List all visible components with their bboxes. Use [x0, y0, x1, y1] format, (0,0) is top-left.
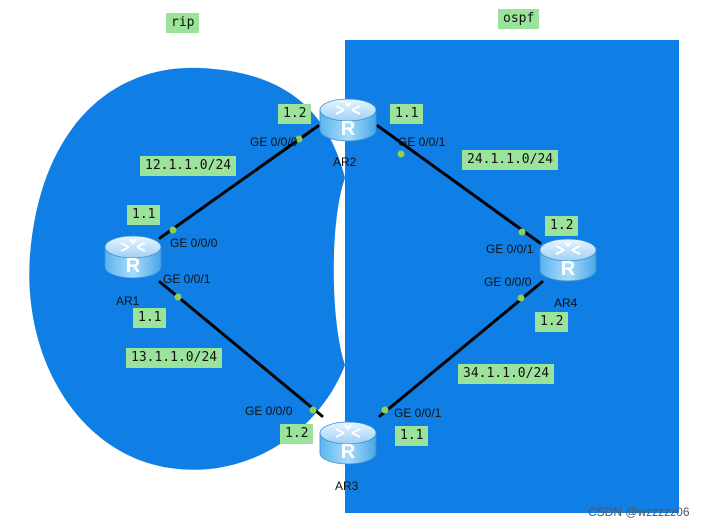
- link-ar3-ar4: [378, 280, 544, 418]
- port-dot: [169, 226, 177, 234]
- link-ar1-ar2: [158, 124, 320, 240]
- network-label: 13.1.1.0/24: [126, 348, 223, 368]
- rip-area-label: rip: [166, 13, 200, 33]
- port-label: GE 0/0/0: [170, 236, 218, 250]
- router-icon-ar4[interactable]: [539, 238, 597, 282]
- port-label: GE 0/0/0: [245, 404, 293, 418]
- link-ar2-ar4: [376, 124, 542, 245]
- link-ar1-ar3: [158, 280, 324, 418]
- port-dot: [309, 406, 317, 414]
- router-icon-ar3[interactable]: [319, 421, 377, 465]
- router-name-ar2: AR2: [333, 155, 357, 169]
- ip-label: 1.2: [535, 312, 569, 332]
- port-label: GE 0/0/1: [398, 135, 446, 149]
- port-dot: [397, 150, 405, 158]
- ip-label: 1.2: [278, 104, 312, 124]
- rip-area: [29, 67, 345, 470]
- router-icon-ar1[interactable]: [104, 235, 162, 279]
- port-label: GE 0/0/1: [394, 406, 442, 420]
- ip-label: 1.1: [133, 308, 167, 328]
- ip-label: 1.1: [395, 426, 429, 446]
- ospf-area-label: ospf: [498, 9, 540, 29]
- network-label: 24.1.1.0/24: [462, 150, 559, 170]
- port-label: GE 0/0/1: [163, 272, 211, 286]
- port-dot: [518, 228, 526, 236]
- ip-label: 1.1: [390, 104, 424, 124]
- port-label: GE 0/0/0: [484, 275, 532, 289]
- port-dot: [174, 293, 182, 301]
- network-label: 12.1.1.0/24: [140, 156, 237, 176]
- router-icon-ar2[interactable]: [319, 98, 377, 142]
- router-name-ar1: AR1: [116, 294, 140, 308]
- port-dot: [381, 406, 389, 414]
- network-label: 34.1.1.0/24: [458, 364, 555, 384]
- router-name-ar4: AR4: [554, 296, 578, 310]
- ip-label: 1.1: [127, 205, 161, 225]
- watermark: CSDN @wzzzzz06: [588, 505, 690, 519]
- ip-label: 1.2: [280, 424, 314, 444]
- router-name-ar3: AR3: [335, 479, 359, 493]
- port-dot: [295, 135, 303, 143]
- port-label: GE 0/0/0: [250, 135, 298, 149]
- port-dot: [517, 294, 525, 302]
- ip-label: 1.2: [545, 216, 579, 236]
- port-label: GE 0/0/1: [486, 242, 534, 256]
